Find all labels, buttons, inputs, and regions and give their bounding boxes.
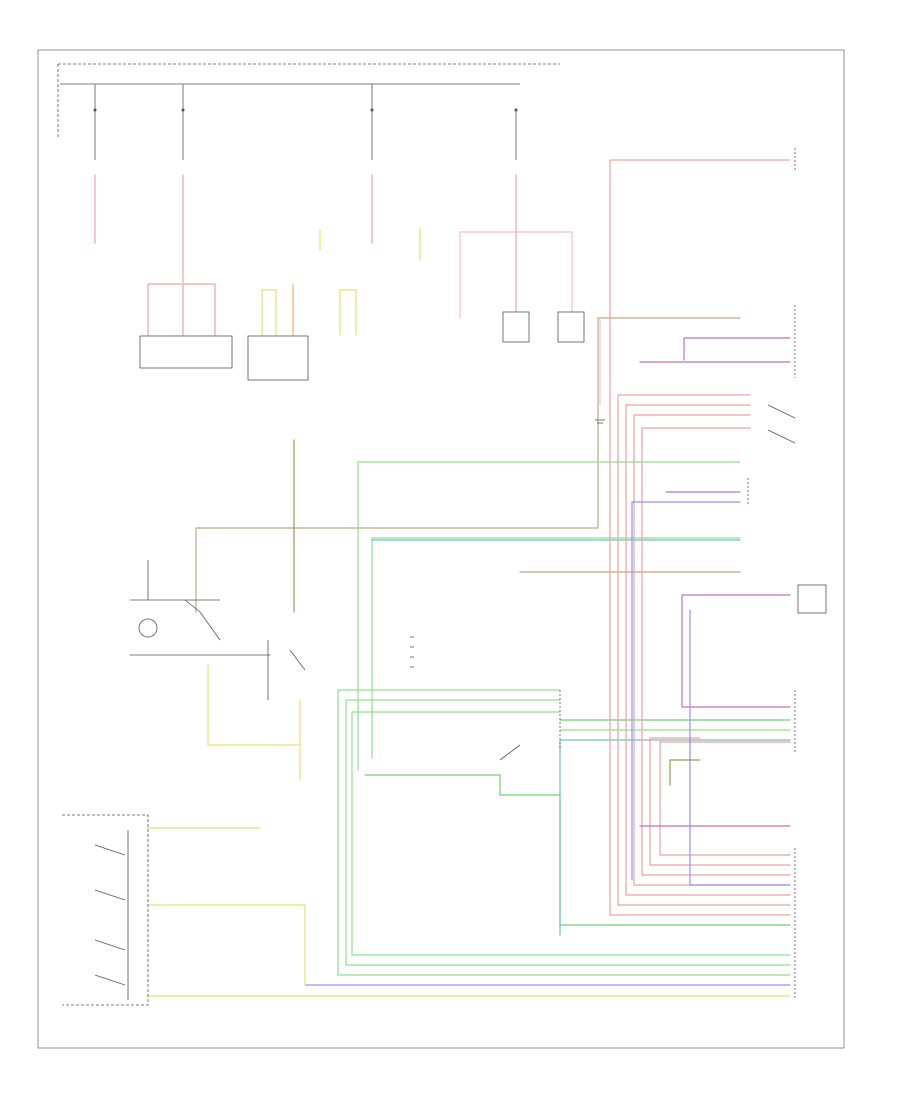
diagram-frame	[37, 49, 845, 1049]
wire-purple-3	[681, 594, 791, 708]
brake-switch	[267, 640, 306, 700]
fuse-3	[370, 84, 374, 160]
wire-yellow-4	[207, 664, 301, 746]
wire-green-6	[351, 711, 561, 956]
wire-tan-1	[195, 317, 741, 613]
fuse-2	[181, 84, 185, 160]
wire-yellow-2	[147, 904, 306, 986]
connector-middle	[499, 690, 561, 761]
wire-red-r7	[659, 741, 791, 856]
wire-green-3	[337, 689, 561, 976]
relay-2	[247, 229, 321, 381]
wire-purple-1	[683, 337, 791, 361]
wire-cyan-2	[559, 739, 791, 936]
ground-symbol	[595, 419, 605, 424]
switch-right-1	[767, 404, 796, 444]
main-relay	[139, 283, 233, 369]
wire-green-2	[371, 537, 741, 759]
wire-red-r3	[625, 404, 751, 896]
sensor-right	[797, 584, 827, 614]
fuse-1	[93, 84, 97, 160]
wire-pink-branch	[459, 231, 573, 319]
wire-blue-1	[631, 501, 741, 881]
module-a	[502, 311, 530, 343]
wire-red-r6	[649, 737, 701, 866]
wire-green-4	[345, 699, 561, 966]
wire-red-r2	[617, 394, 751, 906]
module-b	[557, 311, 585, 343]
wire-green-1	[357, 461, 741, 771]
wire-red-r5	[641, 427, 751, 876]
ignition-switch	[130, 560, 221, 641]
wire-olive-1	[669, 759, 701, 786]
relay-3	[339, 227, 421, 336]
fuse-4	[514, 108, 518, 160]
wire-red-r1	[609, 159, 791, 916]
notes-block	[410, 636, 414, 668]
multi-switch-assembly	[62, 814, 149, 1006]
fuse-box	[57, 63, 560, 138]
wire-red-r4	[633, 414, 751, 886]
wire-blue-2	[689, 609, 791, 886]
wire-green-8	[364, 774, 791, 926]
